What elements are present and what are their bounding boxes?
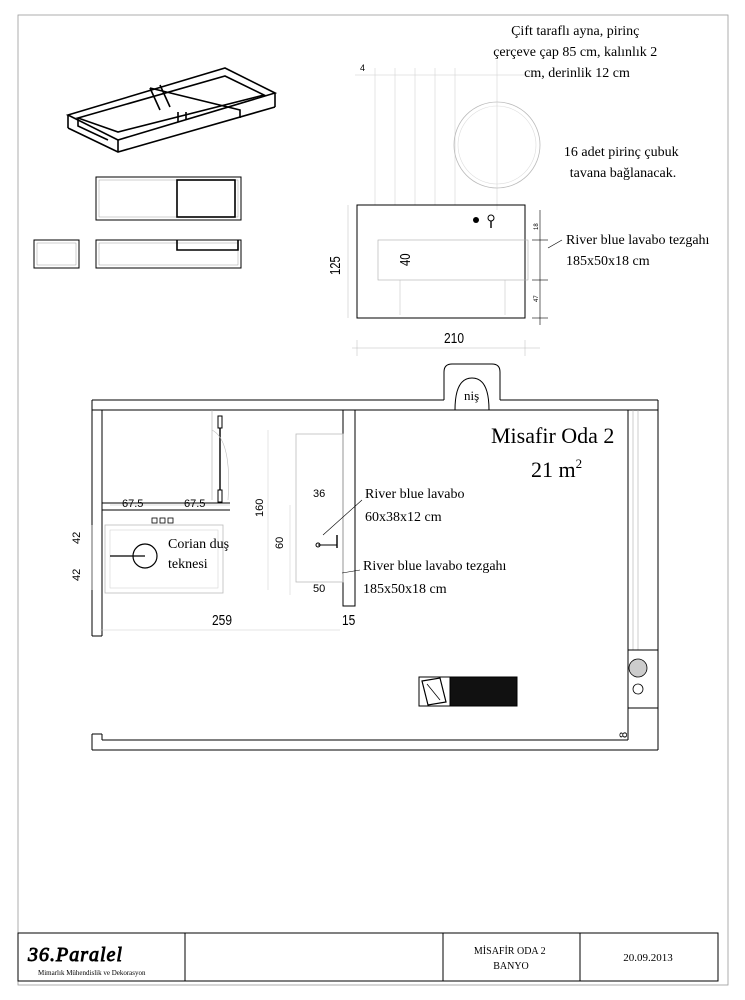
room-name: Misafir Oda 2 bbox=[491, 423, 614, 448]
counter-detail-leader bbox=[547, 239, 563, 249]
dim-160: 160 bbox=[254, 499, 266, 517]
logo-text: 36.Paralel bbox=[27, 944, 123, 966]
dim-50: 50 bbox=[313, 583, 325, 595]
project-title: MİSAFİR ODA 2 BANYO bbox=[474, 945, 548, 972]
counter-plan-note: River blue lavabo tezgahı 185x50x18 cm bbox=[363, 559, 510, 597]
dim-210: 210 bbox=[444, 330, 464, 347]
counter-detail-note: River blue lavabo tezgahı 185x50x18 cm bbox=[566, 233, 713, 269]
dim-259: 259 bbox=[212, 612, 232, 629]
dim-36: 36 bbox=[313, 488, 325, 500]
counter-top-view bbox=[95, 176, 242, 221]
sink-note: River blue lavabo 60x38x12 cm bbox=[365, 487, 468, 525]
dim-4: 4 bbox=[360, 63, 365, 73]
dim-40: 40 bbox=[396, 253, 413, 266]
dim-15: 15 bbox=[342, 612, 355, 629]
dim-60: 60 bbox=[274, 537, 286, 549]
counter-front-view bbox=[95, 239, 242, 269]
mirror-note: Çift taraflı ayna, pirinç çerçeve çap 85… bbox=[493, 24, 661, 81]
nis-label: niş bbox=[464, 388, 479, 403]
room-area: 21 m2 bbox=[531, 456, 582, 482]
counter-detail-plan bbox=[347, 204, 548, 356]
dim-125: 125 bbox=[326, 256, 343, 275]
title-block bbox=[17, 932, 719, 982]
rods-note: 16 adet pirinç çubuk tavana bağlanacak. bbox=[564, 145, 682, 181]
shower-note: Corian duş teknesi bbox=[168, 537, 233, 572]
dim-67-5-right: 67.5 bbox=[184, 498, 205, 510]
dim-42-bottom: 42 bbox=[71, 569, 83, 581]
sheet-border bbox=[17, 14, 729, 986]
counter-side-view bbox=[33, 239, 80, 269]
logo-subtitle: Mimarlık Mühendislik ve Dekorasyon bbox=[38, 969, 146, 977]
iso-frame bbox=[65, 67, 278, 153]
logo: 36.Paralel Mimarlık Mühendislik ve Dekor… bbox=[27, 944, 146, 977]
dim-42-top: 42 bbox=[71, 532, 83, 544]
floor-plan bbox=[91, 363, 659, 751]
dim-47: 47 bbox=[534, 295, 540, 302]
dim-8: 8 bbox=[618, 732, 630, 738]
mirror-detail bbox=[355, 60, 541, 210]
dim-18: 18 bbox=[534, 223, 540, 230]
dim-67-5-left: 67.5 bbox=[122, 498, 143, 510]
drawing-date: 20.09.2013 bbox=[623, 952, 673, 964]
